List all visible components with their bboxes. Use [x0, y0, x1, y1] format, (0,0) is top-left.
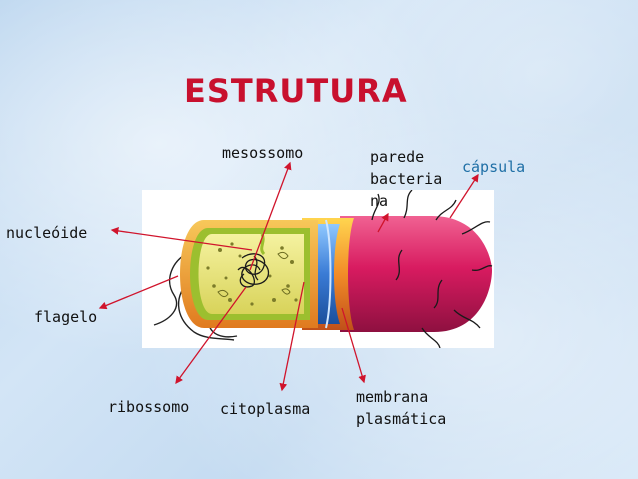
label-capsula: cápsula [462, 158, 526, 176]
leader-parede [377, 212, 389, 233]
label-parede-line1: parede [370, 148, 425, 166]
bacterium-illustration [142, 189, 494, 349]
leader-nucleoide [110, 227, 253, 251]
leader-citoplasma [279, 281, 305, 392]
nucleoid-dna [237, 253, 270, 288]
leader-capsula [449, 173, 479, 219]
leader-membrana [341, 307, 366, 384]
label-membrana-line2: plasmática [356, 410, 447, 428]
label-parede-line3: na [370, 192, 389, 210]
leader-flagelo [98, 275, 179, 310]
flagella-right [371, 189, 493, 349]
capsule-shape [340, 216, 492, 332]
ribosomes [206, 240, 298, 306]
label-membrana-plasmatica: membrana plasmática [356, 386, 446, 430]
bacterium-svg [153, 189, 493, 349]
leader-mesossomo [249, 161, 292, 271]
label-citoplasma: citoplasma [220, 400, 311, 418]
label-mesossomo: mesossomo [222, 144, 304, 162]
label-membrana-line1: membrana [356, 388, 429, 406]
label-parede-bacteriana: parede bacteria na [370, 146, 466, 212]
slide-title: ESTRUTURA [184, 72, 408, 110]
leader-ribossomo [175, 286, 247, 385]
label-nucleoide: nucleóide [6, 224, 88, 242]
label-flagelo: flagelo [34, 308, 98, 326]
label-ribossomo: ribossomo [108, 398, 190, 416]
membrane-band [314, 224, 340, 324]
label-parede-line2: bacteria [370, 170, 443, 188]
